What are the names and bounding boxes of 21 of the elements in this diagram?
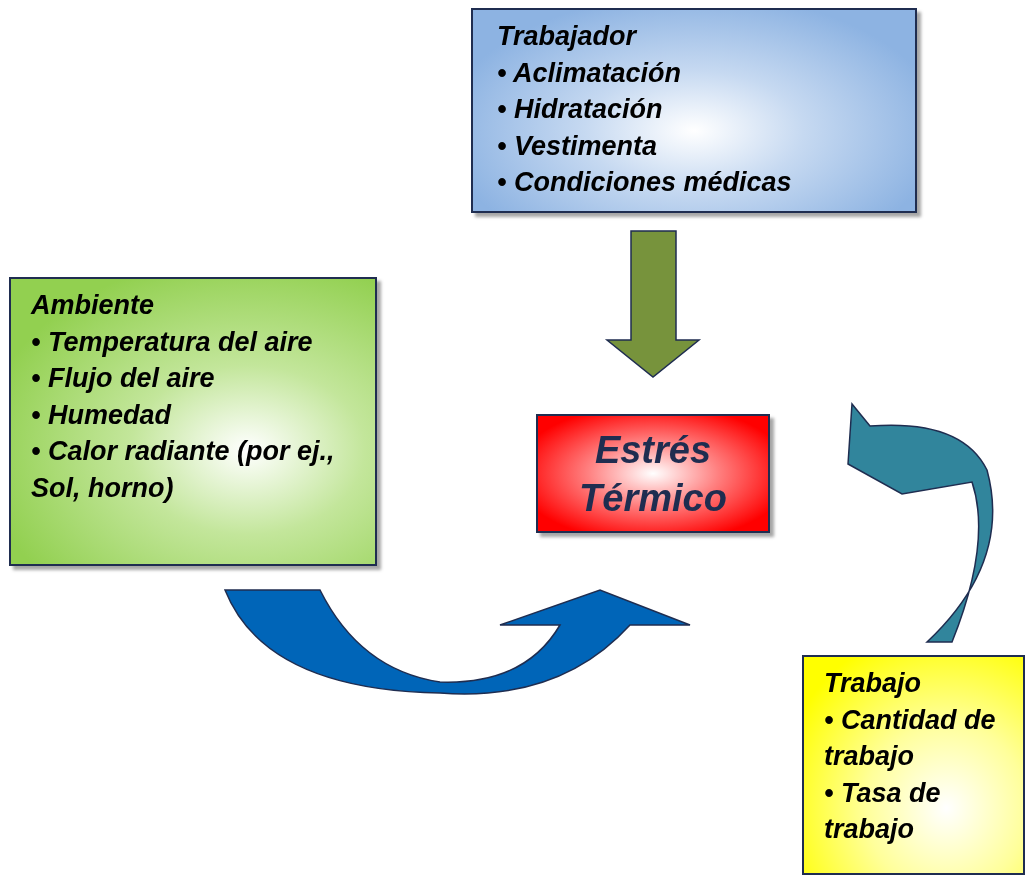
bullet-item: • Humedad (31, 398, 173, 432)
block-arrow (604, 230, 702, 378)
central-box (536, 414, 770, 533)
bullet-item: • Cantidad de trabajo (824, 703, 997, 773)
bullet-item: • Hidratación (497, 93, 664, 126)
box-heading: Ambiente (31, 289, 156, 322)
factor-box (471, 8, 917, 213)
factor-box (9, 277, 377, 566)
bullet-item: • Flujo del aire (31, 362, 216, 395)
curved-arrow (847, 403, 994, 643)
bullet-item: • Calor radiante (por ej., Sol, horno) (31, 435, 336, 505)
box-title: Estrés Térmico (578, 427, 728, 521)
bullet-item: • Temperatura del aire (31, 325, 314, 359)
curved-arrow (224, 589, 691, 695)
bullet-item: • Vestimenta (497, 129, 658, 163)
bullet-item: • Condiciones médicas (497, 166, 793, 199)
bullet-item: • Aclimatación (497, 56, 682, 90)
box-heading: Trabajo (824, 667, 923, 700)
bullet-item: • Tasa de trabajo (824, 776, 942, 846)
box-heading: Trabajador (497, 20, 638, 53)
factor-box (802, 655, 1025, 875)
